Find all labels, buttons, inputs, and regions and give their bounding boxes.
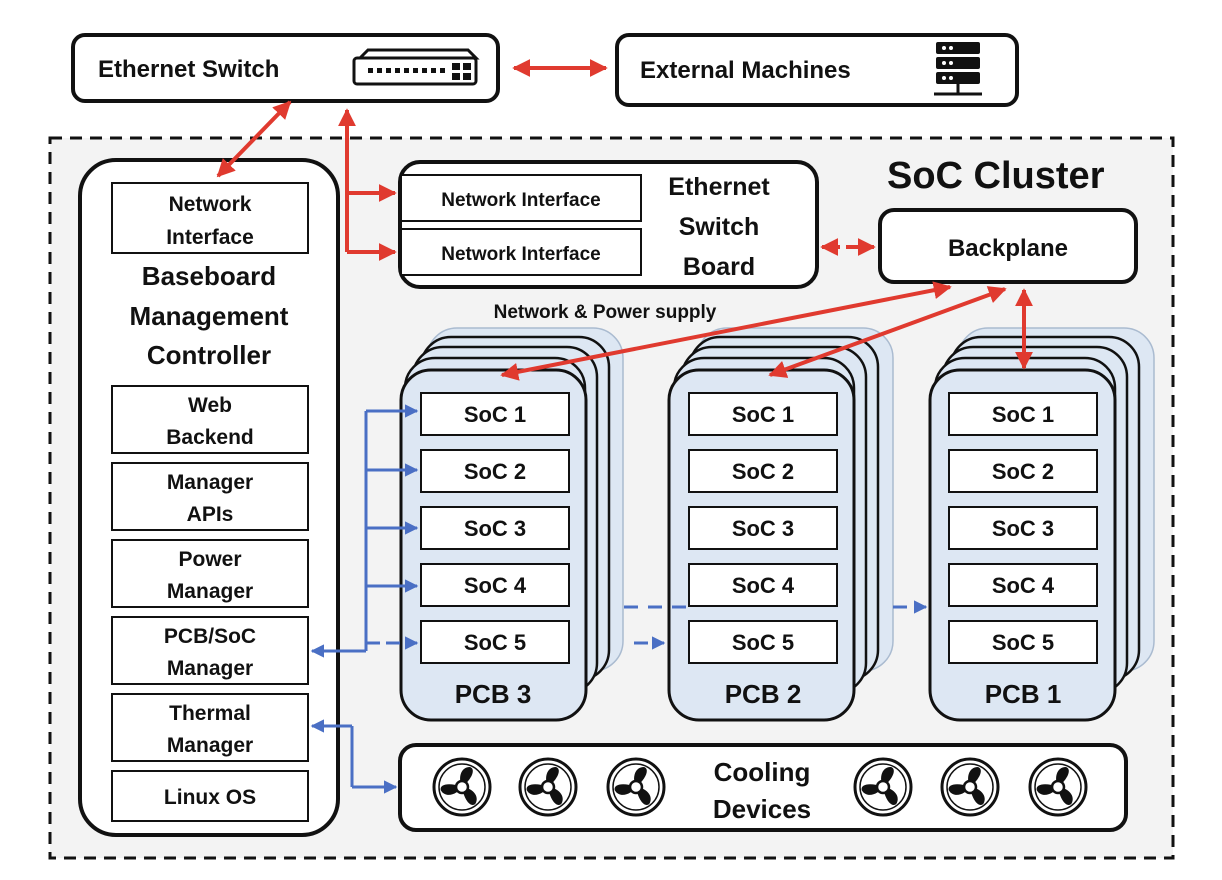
pcb2-soc-5: SoC 5 <box>732 630 794 655</box>
fan-icon <box>518 757 578 817</box>
pcb3-label: PCB 3 <box>455 679 532 709</box>
control-connections <box>310 404 928 794</box>
ethernet-switch-label: Ethernet Switch <box>98 56 279 83</box>
bmc-module-thermal-manager-line2: Manager <box>167 734 253 757</box>
bmc-title-line2: Management <box>130 301 289 331</box>
pcb1-soc-2: SoC 2 <box>992 459 1054 484</box>
pcb-2-stack: SoC 1 SoC 2 SoC 3 SoC 4 SoC 5 PCB 2 <box>667 327 894 722</box>
pcb2-soc-3: SoC 3 <box>732 516 794 541</box>
switch-board-title-line3: Board <box>683 253 755 281</box>
switch-board-title-line1: Ethernet <box>668 173 770 201</box>
bmc-module-thermal-manager-line1: Thermal <box>169 702 251 725</box>
bmc-title-line3: Controller <box>147 340 271 370</box>
pcb-3-stack: SoC 1 SoC 2 SoC 3 SoC 4 SoC 5 PCB 3 <box>399 327 624 722</box>
pcb1-soc-1: SoC 1 <box>992 402 1054 427</box>
pcb2-soc-2: SoC 2 <box>732 459 794 484</box>
switch-board-title-line2: Switch <box>679 213 760 241</box>
ethernet-switch-board: Network Interface Network Interface Ethe… <box>398 160 819 289</box>
switch-board-interface-2: Network Interface <box>441 244 600 265</box>
pcb3-soc-3: SoC 3 <box>464 516 526 541</box>
fan-icon <box>940 757 1000 817</box>
bmc-module-manager-apis-line1: Manager <box>167 471 253 494</box>
cooling-devices-box: Cooling Devices <box>398 743 1128 832</box>
soc-cluster-title: SoC Cluster <box>887 155 1105 197</box>
pcb3-soc-1: SoC 1 <box>464 402 526 427</box>
backplane-label: Backplane <box>948 235 1068 262</box>
cooling-title-line2: Devices <box>713 794 811 824</box>
fan-icon <box>606 757 666 817</box>
external-machines-box: External Machines <box>615 33 1019 107</box>
bmc-network-interface-line1: Network <box>169 193 252 216</box>
network-power-label: Network & Power supply <box>494 302 717 323</box>
bmc-module-linux-os: Linux OS <box>164 786 256 809</box>
network-connections <box>216 100 1033 381</box>
pcb1-soc-5: SoC 5 <box>992 630 1054 655</box>
bmc-module-power-manager-line1: Power <box>178 548 241 571</box>
bmc-module-pcb-soc-manager-line2: Manager <box>167 657 253 680</box>
pcb-1-stack: SoC 1 SoC 2 SoC 3 SoC 4 SoC 5 PCB 1 <box>928 327 1155 722</box>
backplane-box: Backplane <box>878 208 1138 284</box>
bmc-module-web-backend-line1: Web <box>188 394 232 417</box>
bmc-module-power-manager-line2: Manager <box>167 580 253 603</box>
pcb2-label: PCB 2 <box>725 679 802 709</box>
fan-icon <box>1028 757 1088 817</box>
bmc-module-manager-apis-line2: APIs <box>187 503 234 526</box>
server-icon <box>934 42 982 96</box>
pcb3-soc-2: SoC 2 <box>464 459 526 484</box>
pcb3-soc-4: SoC 4 <box>464 573 527 598</box>
pcb2-soc-1: SoC 1 <box>732 402 794 427</box>
pcb3-soc-5: SoC 5 <box>464 630 526 655</box>
bmc-module-web-backend-line2: Backend <box>166 426 254 449</box>
bmc-panel: Network Interface Baseboard Management C… <box>78 158 340 837</box>
pcb2-soc-4: SoC 4 <box>732 573 795 598</box>
pcb1-soc-4: SoC 4 <box>992 573 1055 598</box>
bmc-module-pcb-soc-manager-line1: PCB/SoC <box>164 625 256 648</box>
pcb1-soc-3: SoC 3 <box>992 516 1054 541</box>
cooling-title-line1: Cooling <box>714 757 811 787</box>
ethernet-switch-box: Ethernet Switch <box>71 33 500 103</box>
external-machines-label: External Machines <box>640 57 851 84</box>
fan-icon <box>432 757 492 817</box>
fan-icon <box>853 757 913 817</box>
pcb1-label: PCB 1 <box>985 679 1062 709</box>
bmc-network-interface-line2: Interface <box>166 226 254 249</box>
switch-icon <box>352 48 480 86</box>
bmc-title-line1: Baseboard <box>142 261 276 291</box>
switch-board-interface-1: Network Interface <box>441 190 600 211</box>
